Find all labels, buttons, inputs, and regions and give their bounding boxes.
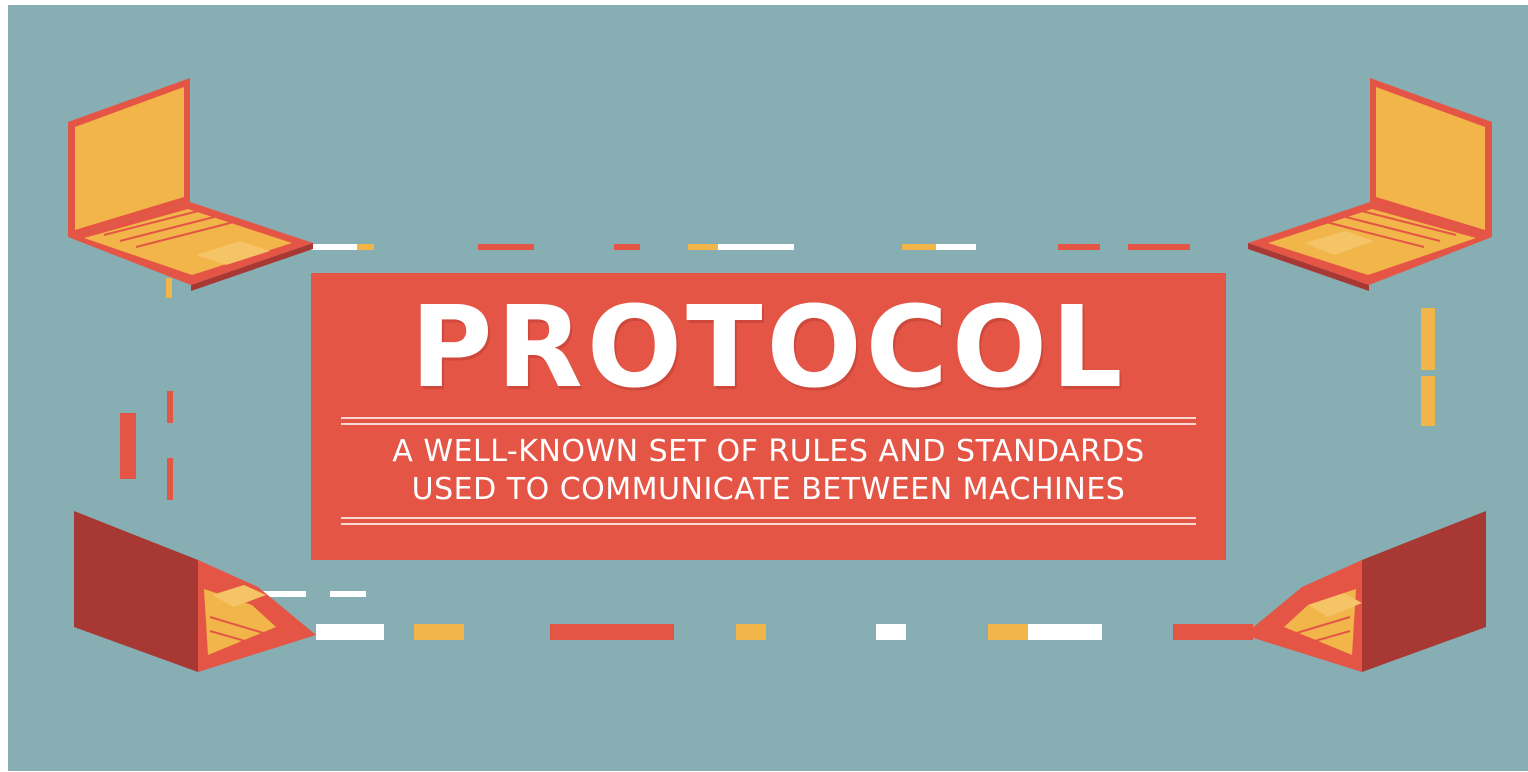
title-divider-top-2 [341, 423, 1196, 425]
laptop-bottom-left-icon [74, 511, 316, 672]
banner-title: PROTOCOL [410, 283, 1127, 413]
laptop-bottom-right-icon [1244, 511, 1486, 672]
network-artwork [68, 78, 1492, 672]
subtitle-divider-bottom-2 [341, 523, 1196, 525]
subtitle-line-2: USED TO COMMUNICATE BETWEEN MACHINES [411, 472, 1126, 507]
left-data-dashes [120, 278, 173, 500]
bottom-data-dashes [248, 591, 1253, 640]
title-divider-top-1 [341, 417, 1196, 419]
subtitle-line-1: A WELL-KNOWN SET OF RULES AND STANDARDS [392, 434, 1145, 469]
top-data-dashes [311, 244, 1190, 250]
subtitle-divider-bottom-1 [341, 517, 1196, 519]
banner-subtitle: A WELL-KNOWN SET OF RULES AND STANDARDS … [311, 433, 1226, 509]
right-data-dashes [1421, 308, 1435, 426]
laptop-top-right-icon [1248, 78, 1492, 291]
protocol-illustration: PROTOCOL A WELL-KNOWN SET OF RULES AND S… [8, 5, 1528, 771]
protocol-banner: PROTOCOL A WELL-KNOWN SET OF RULES AND S… [311, 273, 1226, 560]
laptop-top-left-icon [68, 78, 313, 291]
